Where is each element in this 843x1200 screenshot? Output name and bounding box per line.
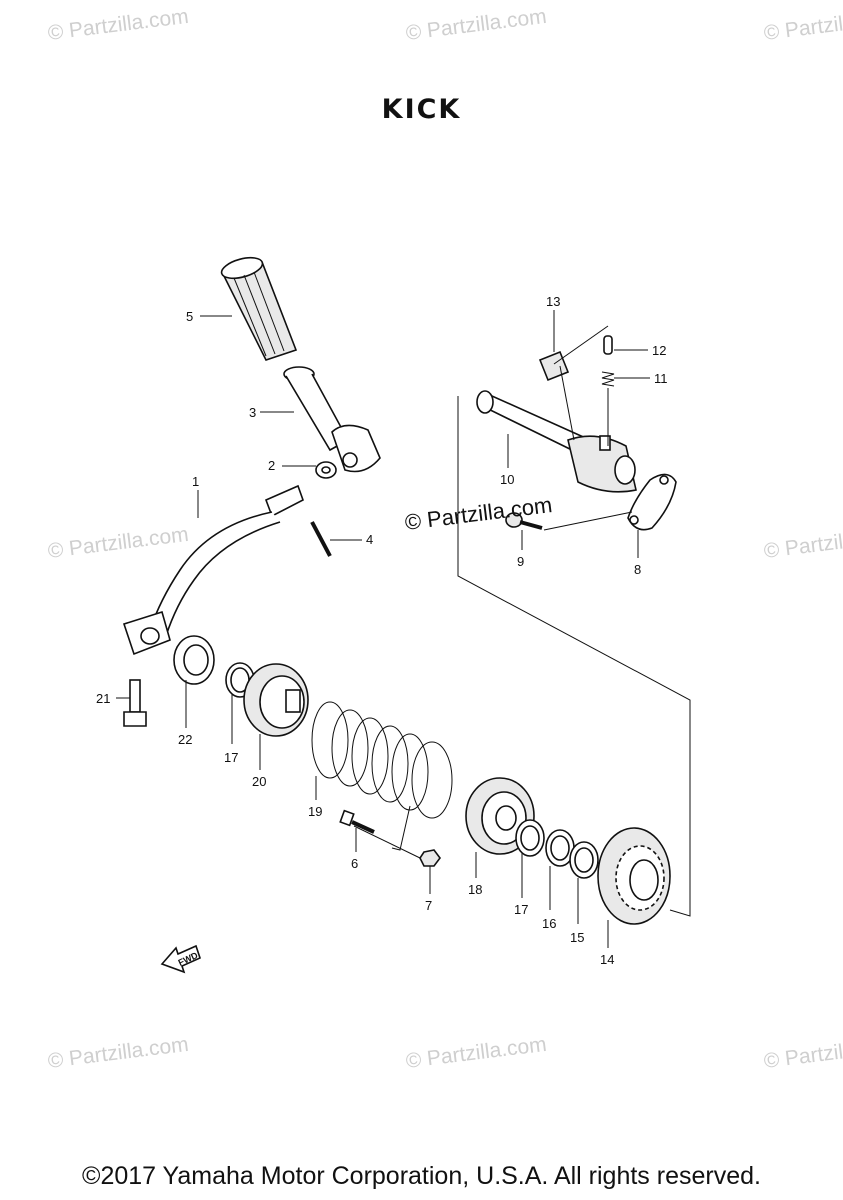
callout-16: 16 [542, 916, 556, 931]
callout-14: 14 [600, 952, 614, 967]
callout-11: 11 [654, 371, 668, 386]
callout-15: 15 [570, 930, 584, 945]
torsion-spring[interactable] [311, 701, 453, 851]
kick-shaft[interactable] [476, 390, 637, 493]
bolt[interactable] [339, 809, 375, 834]
assembly-guide-lines [353, 325, 691, 917]
callout-17-lower: 17 [514, 902, 528, 917]
kick-crank[interactable] [122, 484, 304, 656]
callout-7: 7 [425, 898, 432, 913]
diagram-title: KICK [381, 94, 462, 125]
callout-17-upper: 17 [224, 750, 238, 765]
callout-1: 1 [192, 474, 199, 489]
callout-20: 20 [252, 774, 266, 789]
pin[interactable] [310, 521, 332, 557]
oil-seal[interactable] [173, 635, 215, 685]
washer[interactable] [315, 461, 337, 479]
bolt[interactable] [123, 679, 147, 727]
callout-8: 8 [634, 562, 641, 577]
callout-13: 13 [546, 294, 560, 309]
bolt[interactable] [505, 512, 543, 530]
washer[interactable] [545, 829, 575, 867]
circlip[interactable] [515, 819, 545, 857]
forward-arrow-icon: FWD [160, 944, 201, 974]
callout-2: 2 [268, 458, 275, 473]
callout-19: 19 [308, 804, 322, 819]
callout-18: 18 [468, 882, 482, 897]
callout-10: 10 [500, 472, 514, 487]
callout-21: 21 [96, 691, 110, 706]
callout-12: 12 [652, 343, 666, 358]
kick-gear[interactable] [597, 827, 671, 925]
ratchet[interactable] [538, 350, 570, 382]
callout-22: 22 [178, 732, 192, 747]
copyright-notice: ©2017 Yamaha Motor Corporation, U.S.A. A… [82, 1162, 761, 1190]
callout-4: 4 [366, 532, 373, 547]
leader-lines [116, 310, 650, 948]
callout-9: 9 [517, 554, 524, 569]
spring-cover[interactable] [243, 663, 309, 737]
callout-numbers: 5 3 2 4 1 21 22 17 20 19 6 7 18 17 16 15… [96, 294, 668, 967]
callout-5: 5 [186, 309, 193, 324]
plate[interactable] [627, 473, 677, 531]
kick-grip[interactable] [219, 254, 298, 361]
spring[interactable] [601, 371, 615, 387]
callout-6: 6 [351, 856, 358, 871]
callout-3: 3 [249, 405, 256, 420]
kick-arm[interactable] [283, 366, 381, 473]
washer[interactable] [569, 841, 599, 879]
nut[interactable] [419, 849, 441, 867]
pin[interactable] [603, 335, 613, 355]
